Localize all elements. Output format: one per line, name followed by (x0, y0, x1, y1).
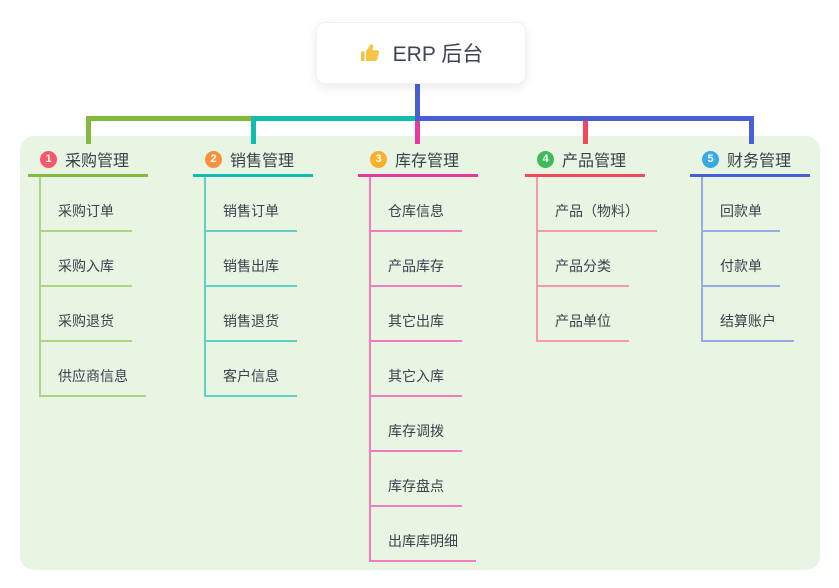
node-outbound-detail[interactable]: 出库库明细 (371, 531, 476, 562)
root-trunk-line (415, 82, 420, 121)
badge-3: 3 (370, 150, 387, 168)
root-node[interactable]: ERP 后台 (316, 22, 526, 84)
node-stock-transfer[interactable]: 库存调拨 (371, 421, 462, 452)
node-product-material[interactable]: 产品（物料） (538, 201, 657, 232)
node-purchase-return[interactable]: 采购退货 (41, 311, 132, 342)
branch-title-label: 财务管理 (727, 153, 792, 170)
branch-title-product[interactable]: 4 产品管理 (537, 147, 626, 171)
node-customer-info[interactable]: 客户信息 (206, 366, 297, 397)
branch-underline (28, 174, 148, 177)
node-supplier-info[interactable]: 供应商信息 (41, 366, 146, 397)
node-payment-bill[interactable]: 付款单 (703, 256, 780, 287)
branch-title-inventory[interactable]: 3 库存管理 (370, 147, 459, 171)
branch-underline (358, 174, 478, 177)
node-sales-outbound[interactable]: 销售出库 (206, 256, 297, 287)
branch-title-finance[interactable]: 5 财务管理 (702, 147, 791, 171)
branch-children: 产品（物料） 产品分类 产品单位 (536, 177, 657, 342)
node-purchase-inbound[interactable]: 采购入库 (41, 256, 132, 287)
bus-line-teal (251, 116, 418, 121)
badge-1: 1 (40, 150, 57, 168)
node-sales-return[interactable]: 销售退货 (206, 311, 297, 342)
node-purchase-order[interactable]: 采购订单 (41, 201, 132, 232)
branch-title-label: 销售管理 (230, 153, 295, 170)
node-stock-taking[interactable]: 库存盘点 (371, 476, 462, 507)
node-product-category[interactable]: 产品分类 (538, 256, 629, 287)
node-sales-order[interactable]: 销售订单 (206, 201, 297, 232)
branch-title-sales[interactable]: 2 销售管理 (205, 147, 294, 171)
branch-drop-product (583, 121, 588, 144)
bus-line-blue (415, 116, 754, 121)
branch-title-label: 产品管理 (562, 153, 627, 170)
branch-underline (193, 174, 313, 177)
branch-drop-finance (749, 116, 754, 144)
branch-underline (525, 174, 645, 177)
node-settlement-account[interactable]: 结算账户 (703, 311, 794, 342)
branch-title-label: 采购管理 (65, 153, 130, 170)
node-product-stock[interactable]: 产品库存 (371, 256, 462, 287)
badge-2: 2 (205, 150, 222, 168)
node-product-unit[interactable]: 产品单位 (538, 311, 629, 342)
root-node-label: ERP 后台 (392, 43, 484, 66)
thumbs-up-icon (359, 41, 383, 65)
branch-drop-inventory (415, 121, 420, 144)
branch-children: 采购订单 采购入库 采购退货 供应商信息 (39, 177, 146, 397)
badge-4: 4 (537, 150, 554, 168)
mindmap-canvas (20, 136, 820, 570)
branch-drop-purchase (86, 116, 91, 144)
branch-title-label: 库存管理 (395, 153, 460, 170)
branch-underline (690, 174, 810, 177)
node-warehouse-info[interactable]: 仓库信息 (371, 201, 462, 232)
node-other-inbound[interactable]: 其它入库 (371, 366, 462, 397)
bus-line-green (86, 116, 253, 121)
branch-children: 回款单 付款单 结算账户 (701, 177, 794, 342)
badge-5: 5 (702, 150, 719, 168)
branch-drop-sales (251, 116, 256, 144)
node-other-outbound[interactable]: 其它出库 (371, 311, 462, 342)
branch-title-purchase[interactable]: 1 采购管理 (40, 147, 129, 171)
branch-children: 仓库信息 产品库存 其它出库 其它入库 库存调拨 库存盘点 出库库明细 (369, 177, 476, 562)
branch-children: 销售订单 销售出库 销售退货 客户信息 (204, 177, 297, 397)
node-receipt-bill[interactable]: 回款单 (703, 201, 780, 232)
